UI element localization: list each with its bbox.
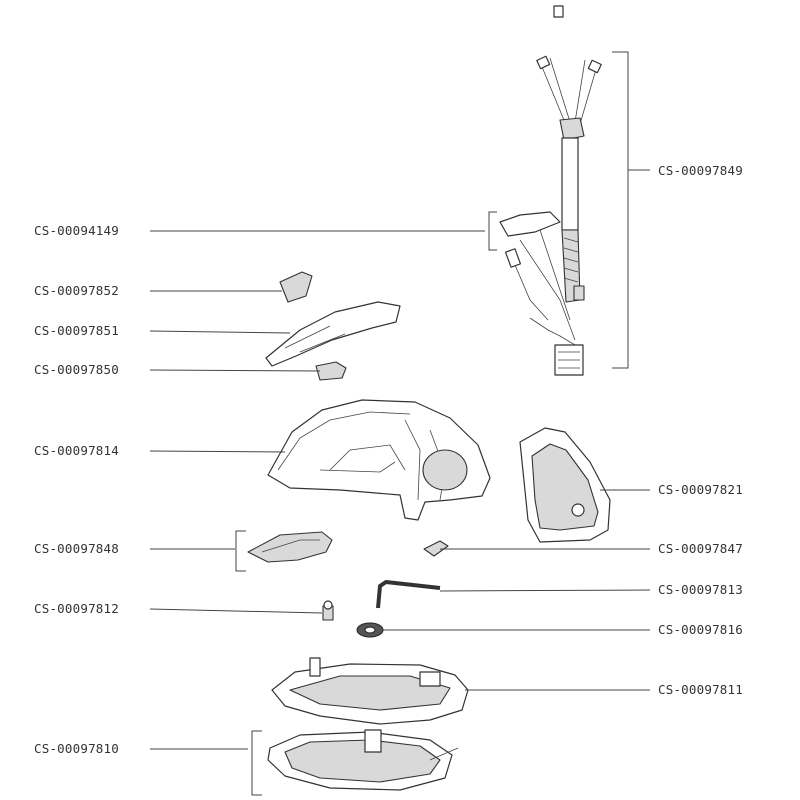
part-cord-sleeve [561, 137, 579, 231]
label-cs-00097810: CS-00097810 [34, 741, 119, 756]
part-valve-cs-00097812 [322, 600, 334, 621]
part-cord-clamp [559, 117, 585, 141]
leader-cs-00094149 [150, 211, 497, 251]
part-cs-00097847 [423, 540, 449, 557]
leader-cs-00097850 [149, 369, 321, 372]
part-wire-terminal [504, 248, 522, 268]
part-skirt-cs-00097811 [271, 657, 469, 725]
label-cs-00097849: CS-00097849 [658, 163, 743, 178]
label-cs-00097850: CS-00097850 [34, 362, 119, 377]
label-cs-00097851: CS-00097851 [34, 323, 119, 338]
part-spring-coils [563, 237, 579, 283]
leader-cs-00097814 [149, 450, 286, 453]
part-cord-stopper [573, 285, 585, 301]
part-cord-bracket [499, 211, 561, 237]
part-seal-hole [364, 626, 376, 634]
label-cs-00097847: CS-00097847 [658, 541, 743, 556]
part-rear-cover [519, 427, 611, 543]
label-cs-00097811: CS-00097811 [658, 682, 743, 697]
part-internal-wires [511, 229, 576, 341]
part-wire-end-2 [587, 59, 602, 74]
part-button-cs-00097852 [279, 271, 313, 303]
leader-cs-00097813 [439, 589, 651, 592]
leader-cs-00097851 [149, 330, 291, 334]
label-cs-00097812: CS-00097812 [34, 601, 119, 616]
part-soleplate-cs-00097810 [267, 729, 459, 791]
part-cord-wires [539, 57, 598, 126]
part-clip-cs-00097850 [315, 361, 347, 381]
label-cs-00097813: CS-00097813 [658, 582, 743, 597]
label-cs-00097814: CS-00097814 [34, 443, 119, 458]
part-main-housing [267, 399, 491, 521]
label-cs-00094149: CS-00094149 [34, 223, 119, 238]
bracket-cs-00097849 [612, 51, 650, 369]
label-cs-00097821: CS-00097821 [658, 482, 743, 497]
leader-cs-00097810 [150, 730, 262, 796]
part-cs-00097848-detail [261, 539, 320, 553]
part-cs-00097848 [247, 531, 333, 563]
part-small-clip [553, 5, 564, 18]
part-tube-cs-00097813 [376, 580, 441, 609]
part-handle-top-cs-00097851 [265, 301, 401, 367]
label-cs-00097816: CS-00097816 [658, 622, 743, 637]
leader-cs-00097848 [150, 530, 246, 572]
part-wire-end-1 [536, 55, 551, 70]
label-cs-00097852: CS-00097852 [34, 283, 119, 298]
part-handle-ribs [284, 325, 346, 353]
part-lower-wires [529, 317, 576, 346]
part-connector-pins [558, 351, 580, 369]
leader-cs-00097812 [149, 608, 323, 614]
label-cs-00097848: CS-00097848 [34, 541, 119, 556]
part-cord-assembly [499, 5, 602, 376]
